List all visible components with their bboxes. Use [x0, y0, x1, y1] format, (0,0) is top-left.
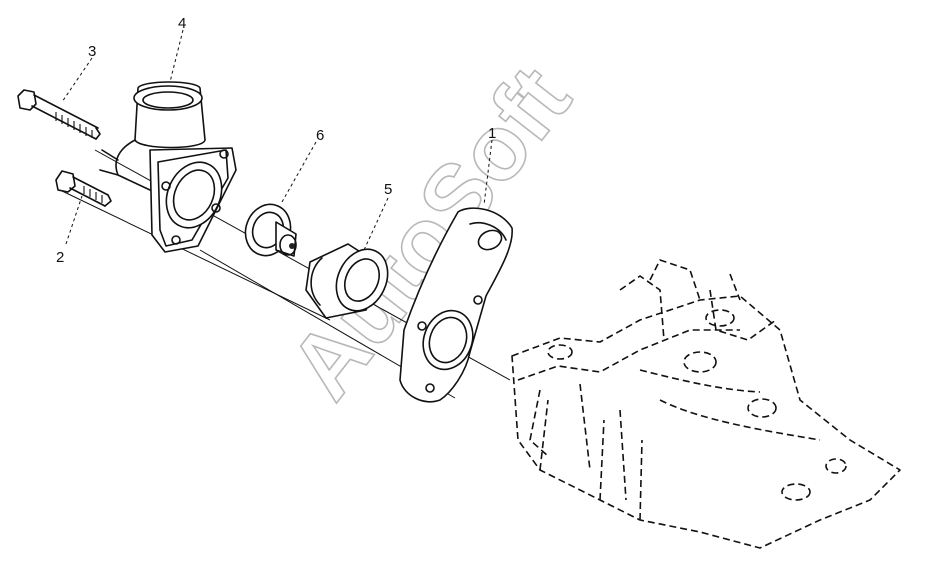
callout-6: 6 — [316, 127, 324, 144]
long-bolt — [17, 89, 101, 140]
thermostat-housing — [99, 81, 237, 253]
adapter-plate — [399, 207, 513, 403]
callout-5: 5 — [384, 181, 392, 198]
callout-4: 4 — [178, 15, 186, 32]
callout-2: 2 — [56, 249, 64, 266]
engine-block-outline — [511, 259, 901, 549]
thermostat — [244, 203, 297, 257]
leader-lines — [61, 29, 493, 251]
callout-1: 1 — [488, 125, 496, 142]
sealing-ring — [305, 243, 389, 319]
short-bolt — [55, 170, 112, 207]
callout-numbers: 4 3 2 6 5 1 — [56, 15, 496, 266]
callout-3: 3 — [88, 43, 96, 60]
